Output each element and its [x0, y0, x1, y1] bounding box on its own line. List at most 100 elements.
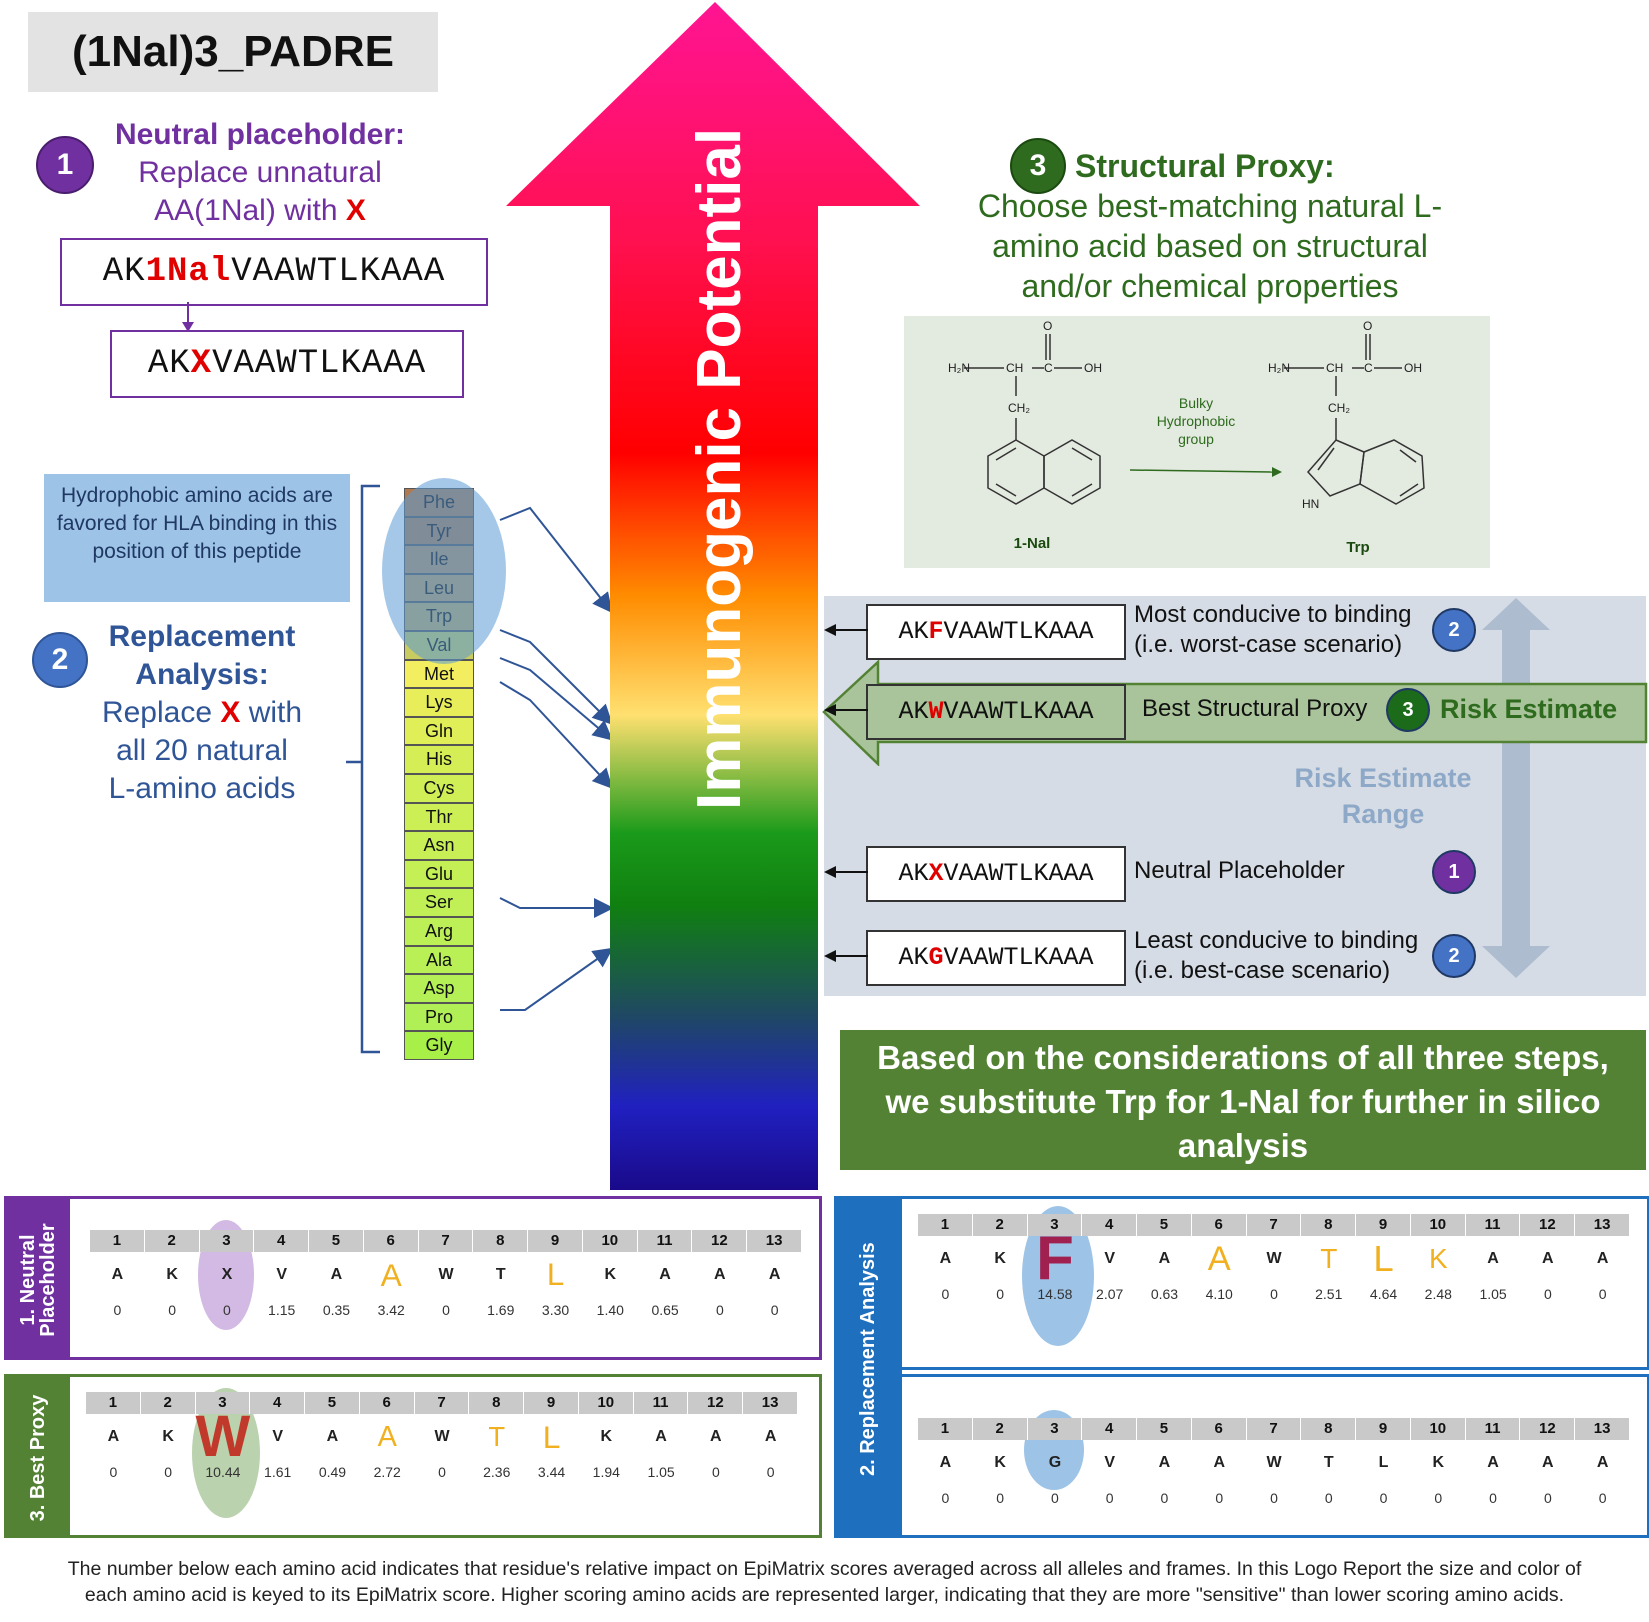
logo-value: 0 [223, 1302, 231, 1318]
neutral-side-tab [4, 1196, 70, 1360]
logo-position-header: 2 [144, 1230, 200, 1252]
logo-value: 0 [1160, 1490, 1169, 1506]
logo-residue: A [326, 1428, 339, 1445]
logo-position-header: 6 [1191, 1418, 1247, 1440]
risk-seq-mid: F [928, 617, 944, 646]
right-c-label: C [1364, 361, 1373, 375]
logo-position-header: 1 [86, 1392, 141, 1414]
risk-row-label: Neutral Placeholder [1134, 856, 1444, 886]
amino-acid-cys: Cys [404, 773, 474, 803]
amino-acid-arg: Arg [404, 916, 474, 946]
risk-row-label-line1: Least conducive to binding [1134, 927, 1419, 954]
logo-value: 0 [113, 1302, 122, 1318]
right-structure-name: Trp [1346, 539, 1369, 556]
logo-residue: A [655, 1428, 667, 1445]
logo-value: 0 [168, 1302, 177, 1318]
step2-line1-pre: Replace [101, 696, 221, 729]
logo-residue: W [434, 1428, 450, 1445]
risk-row-arrow [824, 950, 868, 962]
logo-residue: A [939, 1250, 952, 1267]
amino-acid-gln: Gln [404, 716, 474, 746]
amino-acid-gly: Gly [404, 1031, 474, 1060]
logo-value: 0 [109, 1464, 118, 1480]
logo-value: 0 [996, 1490, 1005, 1506]
logo-residue: T [1320, 1243, 1338, 1274]
risk-seq-pre: AK [898, 697, 929, 726]
logo-position-header: 11 [1465, 1214, 1521, 1236]
step1-heading: Neutral placeholder: [114, 118, 406, 151]
risk-row-label-line1: Neutral Placeholder [1134, 857, 1345, 884]
risk-row-arrow [824, 704, 868, 716]
logo-residue: F [1035, 1224, 1074, 1293]
logo-residue: K [600, 1428, 613, 1445]
logo-value: 0 [1379, 1490, 1388, 1506]
risk-row-label-line1: Best Structural Proxy [1142, 695, 1368, 722]
logo-position-header: 10 [1410, 1214, 1466, 1236]
logo-position-header: 9 [524, 1392, 579, 1414]
right-hn-label: HN [1302, 497, 1319, 511]
logo-position-header: 3 [199, 1230, 255, 1252]
logo-value: 1.15 [268, 1302, 296, 1318]
logo-value: 0 [164, 1464, 173, 1480]
logo-value: 0 [1105, 1490, 1114, 1506]
seq-suffix: VAAWTLKAAA [212, 345, 427, 383]
logo-position-header: 13 [747, 1230, 802, 1252]
amino-acid-his: His [404, 745, 474, 774]
logo-position-header: 7 [418, 1230, 474, 1252]
logo-value: 1.69 [487, 1302, 515, 1318]
neutral-placeholder-panel [4, 1196, 822, 1360]
risk-seq-mid: G [928, 943, 944, 972]
logo-residue: X [221, 1266, 233, 1283]
step2-line3: L-amino acids [108, 772, 296, 805]
logo-position-header: 5 [309, 1230, 364, 1252]
logo-position-header: 8 [469, 1392, 525, 1414]
logo-value: 10.44 [205, 1464, 241, 1480]
amino-acid-thr: Thr [404, 802, 474, 832]
logo-value: 4.64 [1369, 1286, 1398, 1302]
risk-seq-post: VAAWTLKAAA [943, 697, 1094, 726]
aa-to-arrow-connectors [499, 506, 614, 1011]
step3-line2: amino acid based on structural [992, 228, 1428, 264]
logo-value: 1.61 [264, 1464, 292, 1480]
risk-range-line1: Risk Estimate [1294, 763, 1472, 793]
footnote: The number below each amino acid indicat… [0, 1556, 1649, 1608]
risk-seq-pre: AK [898, 943, 929, 972]
hydrophobic-note-text: Hydrophobic amino acids are favored for … [56, 484, 338, 563]
logo-position-header: 5 [305, 1392, 360, 1414]
logo-position-header: 10 [578, 1392, 634, 1414]
seq-prefix: AK [147, 345, 191, 383]
risk-seq-pre: AK [898, 859, 929, 888]
logo-position-header: 12 [692, 1230, 748, 1252]
step3-number-badge: 3 [1010, 138, 1066, 194]
logo-residue: A [1487, 1454, 1499, 1471]
logo-value: 2.48 [1424, 1286, 1452, 1302]
risk-sequence-box: AKWVAAWTLKAAA [866, 684, 1126, 740]
logo-position-header: 13 [743, 1392, 798, 1414]
proxy-side-tab [4, 1374, 70, 1538]
logo-value: 0.63 [1150, 1286, 1179, 1302]
logo-residue: G [1048, 1454, 1062, 1471]
logo-position-header: 9 [1356, 1418, 1411, 1440]
logo-value: 0.35 [322, 1302, 351, 1318]
risk-sequence-box: AKFVAAWTLKAAA [866, 604, 1126, 660]
hydrophobic-highlight-ellipse [382, 478, 506, 664]
logo-value: 0 [1270, 1286, 1278, 1302]
logo-value: 0 [941, 1490, 950, 1506]
seq-x: X [190, 345, 213, 383]
logo-residue: K [1428, 1243, 1448, 1274]
logo-residue: A [1596, 1454, 1609, 1471]
logo-value: 0 [1051, 1490, 1059, 1506]
seq-prefix: AK [102, 253, 146, 291]
logo-value: 0 [1543, 1490, 1552, 1506]
logo-residue: A [768, 1266, 781, 1283]
logo-residue: V [272, 1428, 284, 1445]
logo-residue: W [195, 1404, 251, 1469]
logo-residue: V [1104, 1454, 1116, 1471]
page-title: (1Nal)3_PADRE [72, 27, 394, 76]
hydrophobic-label: Hydrophobic [1157, 413, 1236, 429]
step3-line1: Choose best-matching natural L- [977, 188, 1443, 224]
logo-residue: A [710, 1428, 722, 1445]
logo-position-header: 2 [140, 1392, 196, 1414]
original-sequence-box: AK1NalVAAWTLKAAA [60, 238, 488, 306]
proxy-side-label: 3. Best Proxy [27, 1394, 49, 1522]
